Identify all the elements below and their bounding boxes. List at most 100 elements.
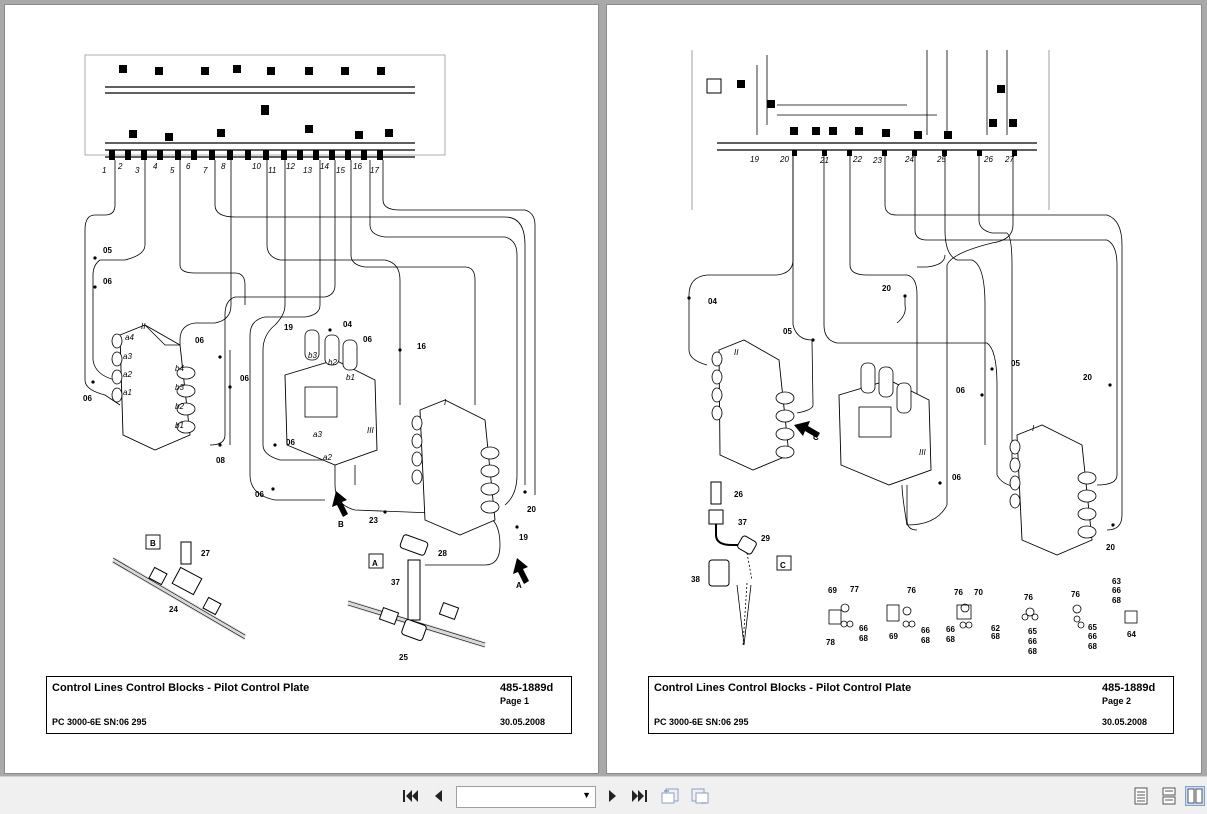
single-page-view-icon[interactable] xyxy=(1131,786,1151,806)
svg-text:3: 3 xyxy=(135,166,140,175)
callout-labels-2: 04 05 20 05 06 06 20 20 xyxy=(708,284,1115,552)
svg-text:68: 68 xyxy=(1088,642,1097,651)
svg-text:b2: b2 xyxy=(175,402,184,411)
svg-text:06: 06 xyxy=(195,336,204,345)
svg-text:69: 69 xyxy=(889,632,898,641)
svg-text:62: 62 xyxy=(991,624,1000,633)
model-serial: PC 3000-6E SN:06 295 xyxy=(654,717,749,727)
svg-text:b4: b4 xyxy=(175,364,184,373)
svg-text:06: 06 xyxy=(956,386,965,395)
svg-text:20: 20 xyxy=(1106,543,1115,552)
hose-lines xyxy=(84,160,536,566)
svg-text:4: 4 xyxy=(153,162,158,171)
svg-text:19: 19 xyxy=(519,533,528,542)
svg-text:2: 2 xyxy=(117,162,123,171)
svg-text:68: 68 xyxy=(991,632,1000,641)
svg-text:B: B xyxy=(338,520,344,529)
svg-text:04: 04 xyxy=(343,320,352,329)
title-block-page-1: Control Lines Control Blocks - Pilot Con… xyxy=(46,676,572,734)
page-label: Page 1 xyxy=(500,696,530,706)
continuous-view-icon[interactable] xyxy=(1159,786,1179,806)
svg-text:27: 27 xyxy=(201,549,210,558)
svg-text:10: 10 xyxy=(252,162,261,171)
svg-text:26: 26 xyxy=(734,490,743,499)
svg-text:II: II xyxy=(141,322,146,331)
svg-text:68: 68 xyxy=(1112,596,1121,605)
svg-text:19: 19 xyxy=(284,323,293,332)
svg-text:I: I xyxy=(444,398,447,407)
svg-text:06: 06 xyxy=(240,374,249,383)
control-block-III: b3 b2 b1 III a3 a2 xyxy=(284,329,378,466)
svg-text:1: 1 xyxy=(102,166,106,175)
svg-text:C: C xyxy=(813,433,819,442)
model-serial: PC 3000-6E SN:06 295 xyxy=(52,717,147,727)
svg-text:b3: b3 xyxy=(308,351,317,360)
svg-text:b3: b3 xyxy=(175,383,184,392)
svg-text:B: B xyxy=(150,539,156,548)
svg-text:23: 23 xyxy=(369,516,378,525)
svg-text:a2: a2 xyxy=(323,453,332,462)
svg-text:06: 06 xyxy=(255,490,264,499)
svg-text:14: 14 xyxy=(320,162,329,171)
detail-C: C 26 37 29 38 xyxy=(691,481,792,646)
svg-text:66: 66 xyxy=(1088,632,1097,641)
svg-text:63: 63 xyxy=(1112,577,1121,586)
svg-text:b2: b2 xyxy=(328,358,337,367)
svg-text:29: 29 xyxy=(761,534,770,543)
svg-text:68: 68 xyxy=(946,635,955,644)
clamp-details: 69 77 66 68 78 76 69 66 68 76 70 66 68 6… xyxy=(826,577,1138,656)
svg-text:66: 66 xyxy=(946,625,955,634)
svg-text:70: 70 xyxy=(974,588,983,597)
svg-text:16: 16 xyxy=(417,342,426,351)
two-page-view-icon[interactable] xyxy=(1185,786,1205,806)
svg-text:76: 76 xyxy=(1024,593,1033,602)
page-select[interactable]: ▼ xyxy=(456,786,596,808)
svg-text:13: 13 xyxy=(303,166,312,175)
svg-text:24: 24 xyxy=(904,155,914,164)
svg-text:65: 65 xyxy=(1088,623,1097,632)
svg-text:37: 37 xyxy=(738,518,747,527)
go-forward-view-icon[interactable] xyxy=(690,786,710,806)
svg-text:06: 06 xyxy=(952,473,961,482)
svg-text:5: 5 xyxy=(170,166,175,175)
last-page-icon[interactable] xyxy=(630,786,650,806)
svg-text:68: 68 xyxy=(1028,647,1037,656)
svg-text:69: 69 xyxy=(828,586,837,595)
page-label: Page 2 xyxy=(1102,696,1132,706)
control-block-II: II a4 a3 a2 a1 b4 b3 b2 b1 xyxy=(111,322,196,451)
svg-text:04: 04 xyxy=(708,297,717,306)
svg-text:66: 66 xyxy=(1028,637,1037,646)
control-block-II-page2: II xyxy=(711,339,795,471)
fittings-row-2 xyxy=(706,78,1017,156)
go-back-view-icon[interactable] xyxy=(660,786,680,806)
svg-text:20: 20 xyxy=(779,155,789,164)
chevron-down-icon: ▼ xyxy=(582,790,591,800)
svg-text:III: III xyxy=(367,426,374,435)
document-number: 485-1889d xyxy=(1102,682,1156,694)
navigation-toolbar: ▼ xyxy=(0,776,1207,814)
svg-text:I: I xyxy=(1032,424,1035,433)
port-number-labels: 1 2 3 4 5 6 7 8 10 11 12 13 14 15 16 17 xyxy=(102,162,379,175)
svg-text:27: 27 xyxy=(1004,155,1014,164)
svg-text:06: 06 xyxy=(363,335,372,344)
svg-text:III: III xyxy=(919,448,926,457)
svg-text:19: 19 xyxy=(750,155,759,164)
svg-text:17: 17 xyxy=(370,166,379,175)
svg-text:68: 68 xyxy=(859,634,868,643)
previous-page-icon[interactable] xyxy=(428,786,448,806)
svg-text:05: 05 xyxy=(783,327,792,336)
document-page-1: 1 2 3 4 5 6 7 8 10 11 12 13 14 15 16 17 xyxy=(5,5,598,773)
schematic-drawing-page-1: 1 2 3 4 5 6 7 8 10 11 12 13 14 15 16 17 xyxy=(83,54,536,662)
svg-text:25: 25 xyxy=(399,653,408,662)
first-page-icon[interactable] xyxy=(400,786,420,806)
svg-text:25: 25 xyxy=(936,155,946,164)
svg-text:a4: a4 xyxy=(125,333,134,342)
svg-text:A: A xyxy=(372,559,378,568)
fittings-row xyxy=(109,65,393,160)
svg-text:6: 6 xyxy=(186,162,191,171)
svg-text:12: 12 xyxy=(286,162,295,171)
svg-text:68: 68 xyxy=(921,636,930,645)
drawing-title: Control Lines Control Blocks - Pilot Con… xyxy=(52,682,310,694)
svg-text:66: 66 xyxy=(921,626,930,635)
next-page-icon[interactable] xyxy=(603,786,623,806)
